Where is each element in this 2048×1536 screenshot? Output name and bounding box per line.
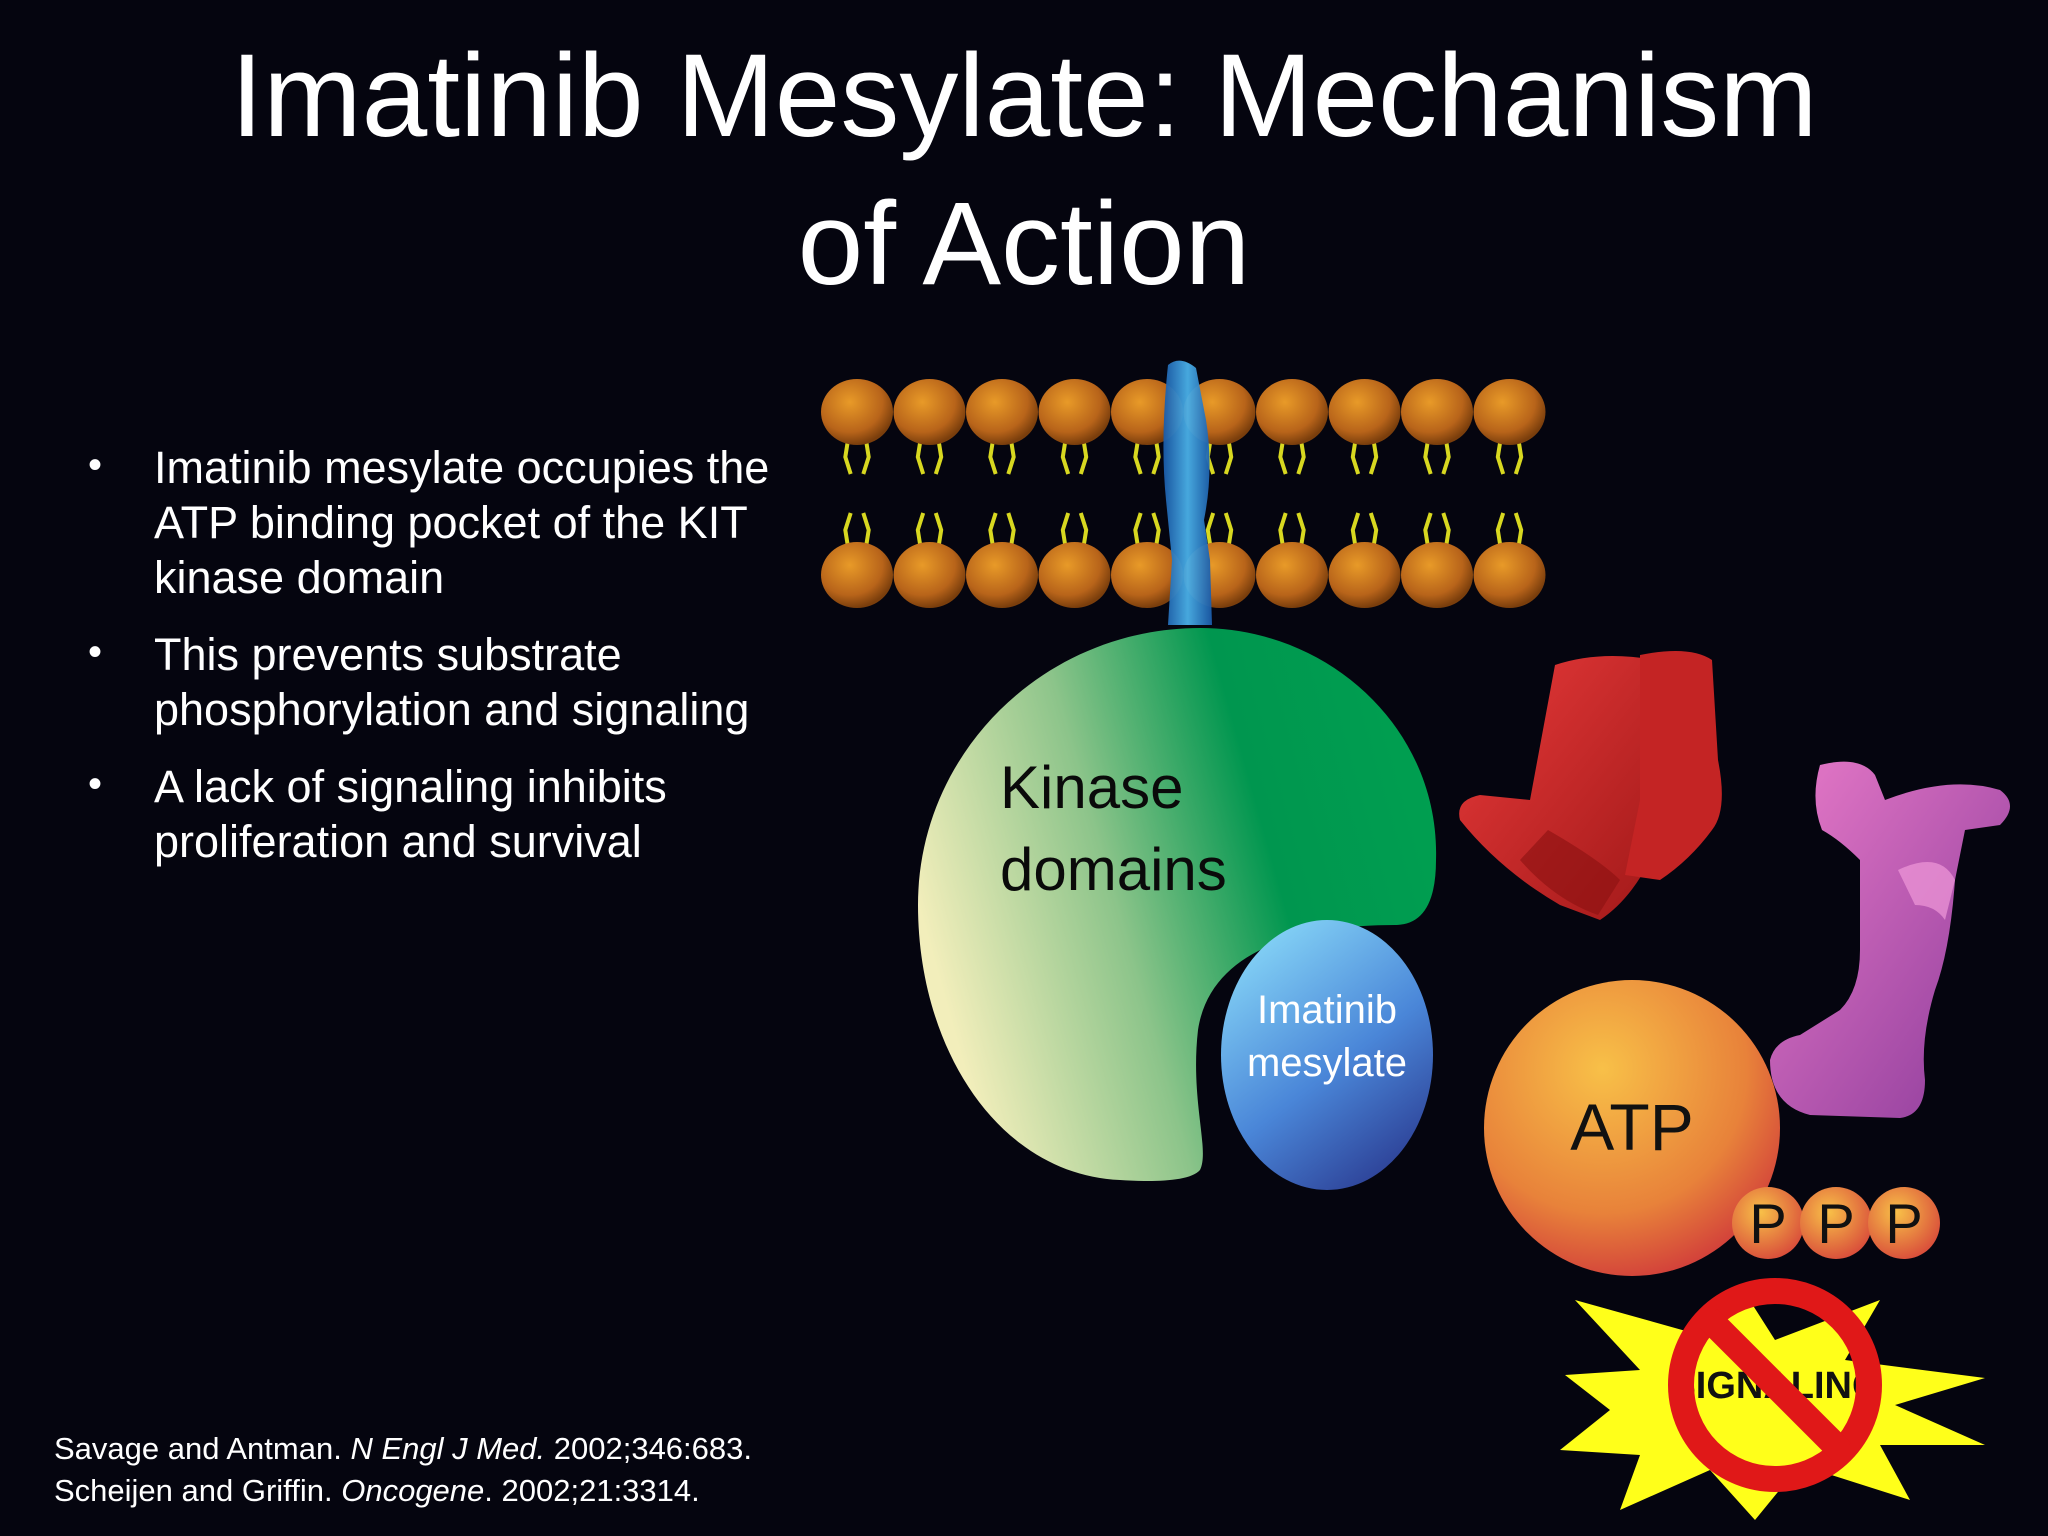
kinase-label-line-1: Kinase <box>1000 754 1183 821</box>
lipid-head <box>1328 542 1401 608</box>
atp-label: ATP <box>1570 1090 1693 1164</box>
lipid-head <box>966 379 1038 445</box>
slide-title: Imatinib Mesylate: Mechanism of Action <box>0 22 2048 318</box>
lipid-head <box>1038 379 1111 445</box>
no-symbol-icon <box>1668 1278 1882 1492</box>
cell-membrane-icon <box>821 379 1546 608</box>
drug-label-line-2: mesylate <box>1247 1041 1407 1085</box>
kinase-domain-shape <box>918 628 1437 1181</box>
references: Savage and Antman. N Engl J Med. 2002;34… <box>54 1428 752 1512</box>
phosphate-label: P <box>1817 1192 1854 1255</box>
kinase-label-line-2: domains <box>1000 836 1227 903</box>
bullet-item: This prevents substrate phosphorylation … <box>86 625 806 737</box>
title-line-2: of Action <box>797 178 1251 310</box>
title-line-1: Imatinib Mesylate: Mechanism <box>230 30 1818 162</box>
lipid-head <box>1473 542 1546 608</box>
phosphate-group: P P P <box>1732 1187 1940 1259</box>
lipid-head <box>1038 542 1111 608</box>
bullet-item: Imatinib mesylate occupies the ATP bindi… <box>86 438 806 605</box>
phosphate-label: P <box>1749 1192 1786 1255</box>
lipid-head <box>893 379 966 445</box>
lipid-head <box>821 379 893 445</box>
lipid-head <box>966 542 1038 608</box>
lipid-head <box>1111 542 1183 608</box>
signaling-starburst <box>1560 1285 1985 1520</box>
substrate-icon <box>1459 651 1722 920</box>
drug-label-line-1: Imatinib <box>1257 988 1397 1032</box>
bullet-item: A lack of signaling inhibits proliferati… <box>86 757 806 869</box>
phosphate-label: P <box>1885 1192 1922 1255</box>
lipid-head <box>1401 379 1473 445</box>
lipid-head <box>1256 379 1328 445</box>
lipid-head <box>1256 542 1328 608</box>
bullet-list: Imatinib mesylate occupies the ATP bindi… <box>86 438 806 891</box>
reference-2: Scheijen and Griffin. Oncogene. 2002;21:… <box>54 1473 700 1508</box>
lipid-head <box>1401 542 1473 608</box>
lipid-head <box>893 542 966 608</box>
reference-1: Savage and Antman. N Engl J Med. 2002;34… <box>54 1431 752 1466</box>
lipid-head <box>1473 379 1546 445</box>
atp-molecule <box>1484 980 1780 1276</box>
lipid-head <box>1328 379 1401 445</box>
lipid-head <box>821 542 893 608</box>
imatinib-molecule <box>1221 920 1433 1190</box>
substrate-icon <box>1770 761 2010 1118</box>
receptor-icon <box>1163 360 1212 625</box>
